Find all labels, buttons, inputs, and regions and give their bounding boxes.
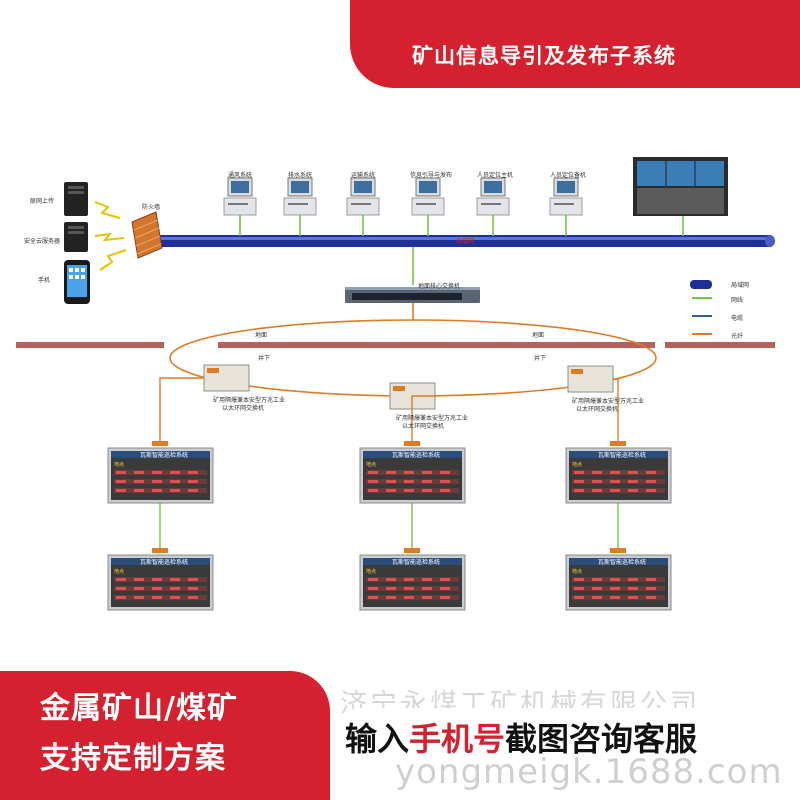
- workstation-label: 通风系统: [228, 172, 253, 179]
- wireless-link-2: [94, 232, 125, 242]
- underground-label: 井下: [534, 355, 547, 362]
- display-panel-title: 瓦斯智能巡检系统: [392, 451, 440, 459]
- title-banner: [350, 0, 800, 88]
- mobile-phone-icon: [64, 260, 90, 304]
- ground-label: 地面: [255, 332, 268, 339]
- workstation-label: 信息引导与发布: [410, 172, 453, 179]
- device-label-cloud-server: 安全云服务器: [24, 238, 61, 245]
- device-label-upload: 联网上传: [30, 198, 55, 205]
- ground-divider-right: [665, 342, 775, 348]
- ring-switch-label: 以太环网交换机: [222, 405, 265, 412]
- display-panel-field: 地点: [366, 461, 376, 468]
- ring-switch-label: 矿用隔爆兼本安型万兆工业: [396, 415, 469, 422]
- ground-divider-left: [16, 342, 164, 348]
- legend-label-lan: 局域网: [731, 282, 750, 289]
- display-panel-title: 瓦斯智能巡检系统: [392, 558, 440, 566]
- wireless-link-3: [99, 249, 127, 271]
- page-title: 矿山信息导引及发布子系统: [412, 44, 676, 68]
- ground-divider-mid: [218, 342, 655, 348]
- ring-switch-label: 矿用隔爆兼本安型万兆工业: [572, 398, 645, 405]
- ring-switch-label: 矿用隔爆兼本安型万兆工业: [213, 397, 286, 404]
- ring-switch-icon: [567, 365, 614, 393]
- server-tower-icon: [64, 222, 88, 252]
- url-watermark: yongmeigk.1688.com: [395, 752, 783, 792]
- workstation-label: 人员定位备机: [550, 172, 587, 179]
- cta-banner: [0, 671, 330, 800]
- workstation-icon: [549, 177, 583, 216]
- legend-swatch-lan: [690, 280, 712, 289]
- ring-switch-label: 以太环网交换机: [402, 423, 445, 430]
- core-switch-icon: [345, 287, 480, 303]
- display-panel-title: 瓦斯智能巡检系统: [598, 558, 646, 566]
- cta-prompt: 输入手机号截图咨询客服: [345, 714, 697, 760]
- workstation-label: 排水系统: [288, 172, 313, 179]
- underground-label: 井下: [258, 355, 271, 362]
- display-panel-field: 地点: [366, 568, 376, 575]
- cta-prompt-post: 截图咨询客服: [505, 720, 698, 758]
- cta-prompt-box: [330, 708, 800, 766]
- workstation-label: 运输系统: [351, 172, 376, 179]
- firewall-label: 防火墙: [142, 204, 161, 211]
- ground-label: 地面: [532, 332, 545, 339]
- display-panel-field: 地点: [114, 461, 124, 468]
- display-panel-title: 瓦斯智能巡检系统: [140, 451, 188, 459]
- ring-switch-icon: [203, 364, 250, 392]
- display-panel-field: 地点: [572, 568, 582, 575]
- legend-label-fiber: 光纤: [731, 333, 744, 340]
- display-panel-title: 瓦斯智能巡检系统: [140, 558, 188, 566]
- server-tower-icon: [64, 182, 88, 216]
- workstation-icon: [223, 177, 257, 216]
- display-panel-field: 地点: [572, 461, 582, 468]
- device-label-phone: 手机: [38, 277, 51, 284]
- workstation-icon: [283, 177, 317, 216]
- workstation-label: 人员定位主机: [477, 172, 514, 179]
- video-wall-icon: [633, 157, 728, 216]
- display-panel-field: 地点: [114, 568, 124, 575]
- firewall-icon: [131, 211, 163, 259]
- wireless-link-1: [94, 201, 121, 219]
- legend: [690, 280, 712, 335]
- legend-label-ethernet: 网线: [731, 297, 744, 304]
- backbone-label: 局域网: [456, 238, 475, 245]
- workstation-icon: [411, 177, 445, 216]
- display-panel-title: 瓦斯智能巡检系统: [598, 451, 646, 459]
- core-switch-label: 地面核心交换机: [418, 283, 461, 290]
- workstation-icon: [346, 177, 380, 216]
- cta-headline: 金属矿山/煤矿: [40, 691, 238, 726]
- cta-subheadline: 支持定制方案: [40, 741, 226, 776]
- cta-prompt-pre: 输入: [345, 720, 410, 758]
- ring-switch-label: 以太环网交换机: [576, 406, 619, 413]
- cta-prompt-highlight: 手机号: [409, 720, 506, 758]
- legend-label-cable: 电缆: [731, 315, 744, 322]
- workstation-icon: [476, 177, 510, 216]
